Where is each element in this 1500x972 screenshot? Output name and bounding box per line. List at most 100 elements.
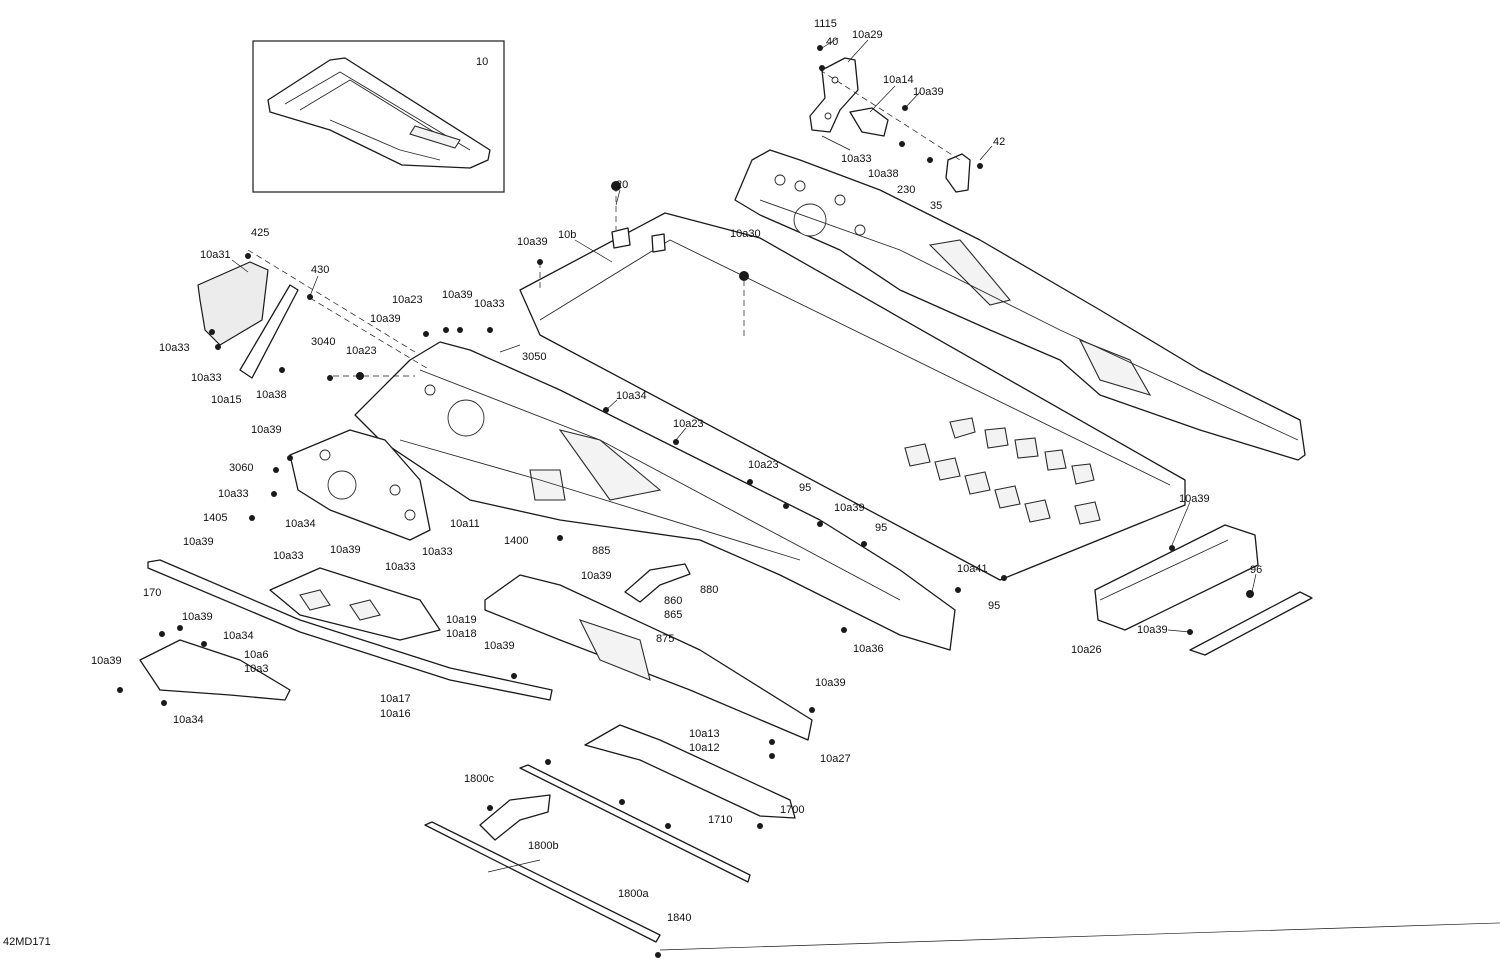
callout: 1115 bbox=[814, 18, 837, 30]
callout: 10a30 bbox=[730, 228, 761, 240]
callout: 10a38 bbox=[868, 168, 899, 180]
callout: 1405 bbox=[203, 512, 227, 524]
strut-10a15 bbox=[239, 284, 299, 379]
callout: 425 bbox=[251, 227, 269, 239]
callout: 20 bbox=[616, 179, 628, 191]
bracket-10a14 bbox=[849, 107, 889, 137]
callout: 35 bbox=[930, 200, 942, 212]
callout: 1800b bbox=[528, 840, 559, 852]
callout: 1400 bbox=[504, 535, 528, 547]
drawing-code: 42MD171 bbox=[3, 936, 51, 948]
callout: 430 bbox=[311, 264, 329, 276]
inset-assembly-view bbox=[252, 40, 505, 193]
callout: 875 bbox=[656, 633, 674, 645]
callout: 10a39 bbox=[183, 536, 214, 548]
callout: 10a39 bbox=[834, 502, 865, 514]
callout: 10a39 bbox=[1179, 493, 1210, 505]
callout: 10b bbox=[558, 229, 576, 241]
callout: 95 bbox=[875, 522, 887, 534]
callout: 885 bbox=[592, 545, 610, 557]
callout: 10a6 bbox=[244, 649, 268, 661]
callout: 10a16 bbox=[380, 708, 411, 720]
callout: 10a39 bbox=[370, 313, 401, 325]
callout: 10a38 bbox=[256, 389, 287, 401]
tunnel-plate-10b bbox=[519, 212, 1186, 581]
callout: 10a29 bbox=[852, 29, 883, 41]
leader-lines bbox=[231, 37, 1500, 951]
callout: 10a14 bbox=[883, 74, 914, 86]
callout: 10a33 bbox=[159, 342, 190, 354]
callout: 10a33 bbox=[422, 546, 453, 558]
callout: 10a39 bbox=[330, 544, 361, 556]
callout: 10a33 bbox=[841, 153, 872, 165]
callout: 10a23 bbox=[673, 418, 704, 430]
callout: 10a33 bbox=[191, 372, 222, 384]
callout: 10a39 bbox=[251, 424, 282, 436]
callout: 10a33 bbox=[273, 550, 304, 562]
callout: 95 bbox=[799, 482, 811, 494]
callout: 230 bbox=[897, 184, 915, 196]
callout: 42 bbox=[993, 136, 1005, 148]
callout: 10a33 bbox=[474, 298, 505, 310]
left-bracket-10a31 bbox=[197, 261, 269, 346]
callout: 10a33 bbox=[385, 561, 416, 573]
callout: 10a31 bbox=[200, 249, 231, 261]
callout: 40 bbox=[826, 36, 838, 48]
callout: 1800c bbox=[464, 773, 494, 785]
callout: 10a3 bbox=[244, 663, 268, 675]
inset-label: 10 bbox=[476, 56, 488, 68]
callout: 10a13 bbox=[689, 728, 720, 740]
callout: 3040 bbox=[311, 336, 335, 348]
cross-member-10a26 bbox=[1094, 524, 1259, 631]
callout: 10a33 bbox=[218, 488, 249, 500]
bracket-10a6 bbox=[139, 639, 291, 701]
fastener-dots bbox=[117, 45, 1254, 958]
callout: 10a34 bbox=[223, 630, 254, 642]
alignment-lines bbox=[247, 69, 961, 377]
callout: 1840 bbox=[667, 912, 691, 924]
bracket-35 bbox=[945, 153, 971, 193]
callout: 10a27 bbox=[820, 753, 851, 765]
right-frame-rail bbox=[734, 149, 1306, 461]
callout: 10a11 bbox=[450, 518, 480, 530]
callout: 10a15 bbox=[211, 394, 242, 406]
bumper-strip-10a17 bbox=[147, 559, 553, 701]
callout: 3060 bbox=[229, 462, 253, 474]
callout: 10a39 bbox=[815, 677, 846, 689]
callout: 10a39 bbox=[913, 86, 944, 98]
callout: 10a41 bbox=[957, 563, 988, 575]
callout: 96 bbox=[1250, 564, 1262, 576]
bracket-10a29 bbox=[809, 57, 859, 133]
callout: 10a18 bbox=[446, 628, 477, 640]
callout: 10a39 bbox=[484, 640, 515, 652]
left-frame-rail bbox=[354, 341, 956, 651]
callout: 10a34 bbox=[285, 518, 316, 530]
callout: 1710 bbox=[708, 814, 732, 826]
callout: 1700 bbox=[780, 804, 804, 816]
callout: 10a23 bbox=[346, 345, 377, 357]
callout: 10a17 bbox=[380, 693, 411, 705]
link-880 bbox=[624, 563, 691, 603]
callout: 10a12 bbox=[689, 742, 720, 754]
callout: 10a39 bbox=[442, 289, 473, 301]
callout: 10a39 bbox=[91, 655, 122, 667]
callout: 10a39 bbox=[581, 570, 612, 582]
side-panel-10a13 bbox=[484, 574, 813, 741]
callout: 170 bbox=[143, 587, 161, 599]
callout: 10a39 bbox=[182, 611, 213, 623]
front-plate bbox=[289, 429, 431, 541]
strip-1800 bbox=[424, 764, 751, 943]
callout: 10a34 bbox=[173, 714, 204, 726]
callout: 10a34 bbox=[616, 390, 647, 402]
callout: 10a39 bbox=[1137, 624, 1168, 636]
callout: 10a39 bbox=[517, 236, 548, 248]
callout: 10a26 bbox=[1071, 644, 1102, 656]
callout: 3050 bbox=[522, 351, 546, 363]
rear-bracket-96 bbox=[1189, 591, 1313, 656]
support-10a19 bbox=[269, 567, 441, 641]
callout: 10a19 bbox=[446, 614, 477, 626]
callout-labels: 10 1115 40 10a29 10a14 10a39 10a33 10a38… bbox=[3, 18, 1262, 948]
callout: 10a36 bbox=[853, 643, 884, 655]
callout: 880 bbox=[700, 584, 718, 596]
